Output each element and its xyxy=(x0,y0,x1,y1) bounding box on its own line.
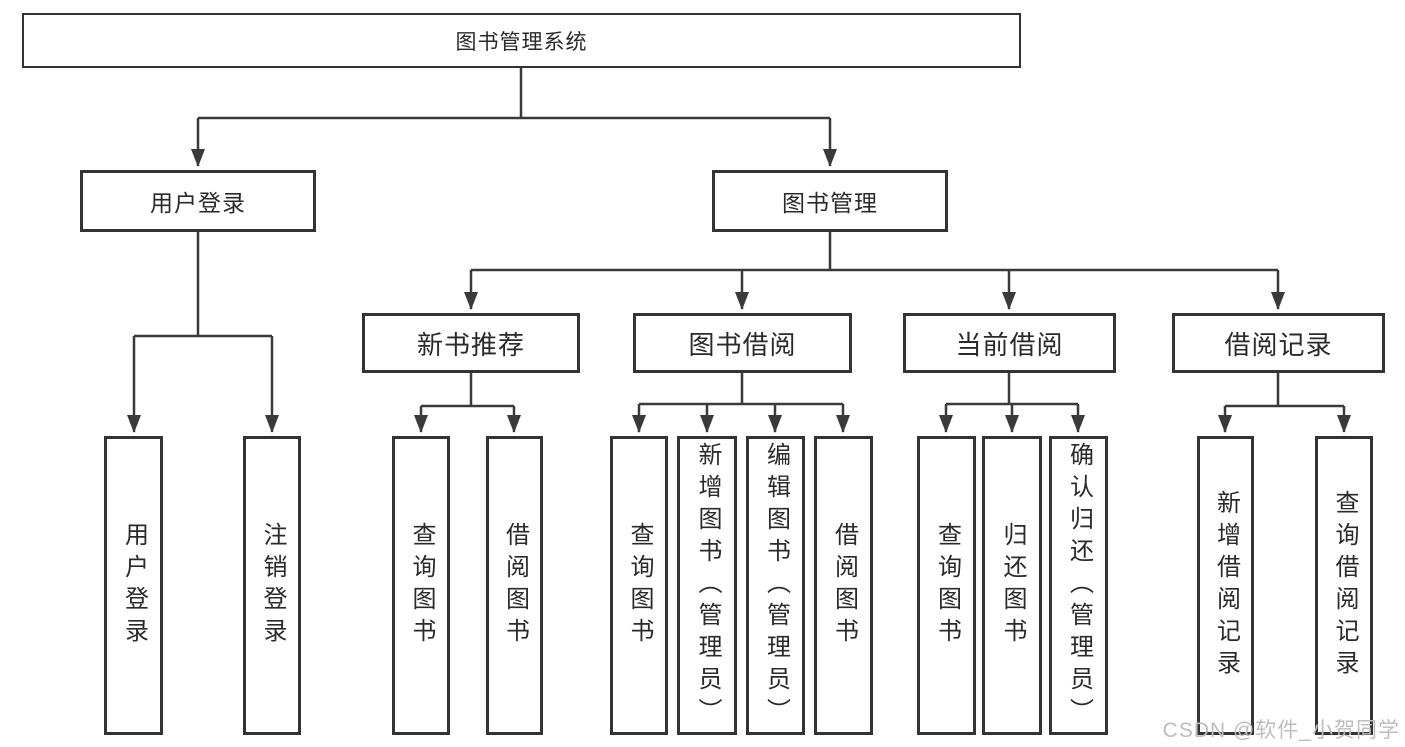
node-new-book-recommend: 新书推荐 xyxy=(362,313,580,373)
node-borrow-books-leaf-label: 借阅图书 xyxy=(830,521,858,650)
node-current-borrowing: 当前借阅 xyxy=(903,313,1116,373)
node-book-borrowing-label: 图书借阅 xyxy=(688,329,797,360)
node-borrow-books-recommend-label: 借阅图书 xyxy=(501,521,529,650)
node-query-borrow-record: 查询借阅记录 xyxy=(1315,436,1373,735)
node-logout-label: 注销登录 xyxy=(259,521,286,650)
node-add-borrow-record-label: 新增借阅记录 xyxy=(1212,489,1240,682)
node-root-label: 图书管理系统 xyxy=(455,30,588,54)
node-query-books-recommend-label: 查询图书 xyxy=(408,521,435,650)
node-borrow-books-recommend: 借阅图书 xyxy=(486,436,543,735)
node-return-books: 归还图书 xyxy=(982,436,1042,735)
node-borrowing-records: 借阅记录 xyxy=(1172,313,1385,373)
node-user-login: 用户登录 xyxy=(80,170,316,232)
node-logout: 注销登录 xyxy=(243,436,301,735)
node-edit-books-admin: 编辑图书（管理员） xyxy=(746,436,805,735)
node-query-books-current: 查询图书 xyxy=(917,436,976,735)
node-confirm-return-admin: 确认归还（管理员） xyxy=(1049,436,1108,735)
node-query-books-borrowing-label: 查询图书 xyxy=(626,521,653,650)
node-query-books-current-label: 查询图书 xyxy=(933,521,961,650)
node-root: 图书管理系统 xyxy=(22,13,1021,68)
node-book-borrowing: 图书借阅 xyxy=(633,313,852,373)
node-user-login-leaf-label: 用户登录 xyxy=(120,521,148,650)
node-user-login-label: 用户登录 xyxy=(150,190,246,216)
node-borrowing-records-label: 借阅记录 xyxy=(1224,329,1333,360)
node-new-book-recommend-label: 新书推荐 xyxy=(416,329,525,360)
node-current-borrowing-label: 当前借阅 xyxy=(955,329,1064,360)
node-edit-books-admin-label: 编辑图书（管理员） xyxy=(762,441,790,730)
node-user-login-leaf: 用户登录 xyxy=(104,436,163,735)
node-query-books-recommend: 查询图书 xyxy=(392,436,450,735)
node-query-books-borrowing: 查询图书 xyxy=(610,436,668,735)
node-add-books-admin: 新增图书（管理员） xyxy=(677,436,737,735)
node-add-borrow-record: 新增借阅记录 xyxy=(1197,436,1254,735)
node-book-management-label: 图书管理 xyxy=(782,190,878,216)
node-add-books-admin-label: 新增图书（管理员） xyxy=(694,441,721,730)
watermark-text: CSDN @软件_小贺同学 xyxy=(1162,719,1400,742)
node-query-borrow-record-label: 查询借阅记录 xyxy=(1331,489,1358,682)
node-confirm-return-admin-label: 确认归还（管理员） xyxy=(1065,441,1093,730)
node-return-books-label: 归还图书 xyxy=(999,521,1026,650)
node-borrow-books-leaf: 借阅图书 xyxy=(814,436,873,735)
node-book-management: 图书管理 xyxy=(712,170,948,232)
